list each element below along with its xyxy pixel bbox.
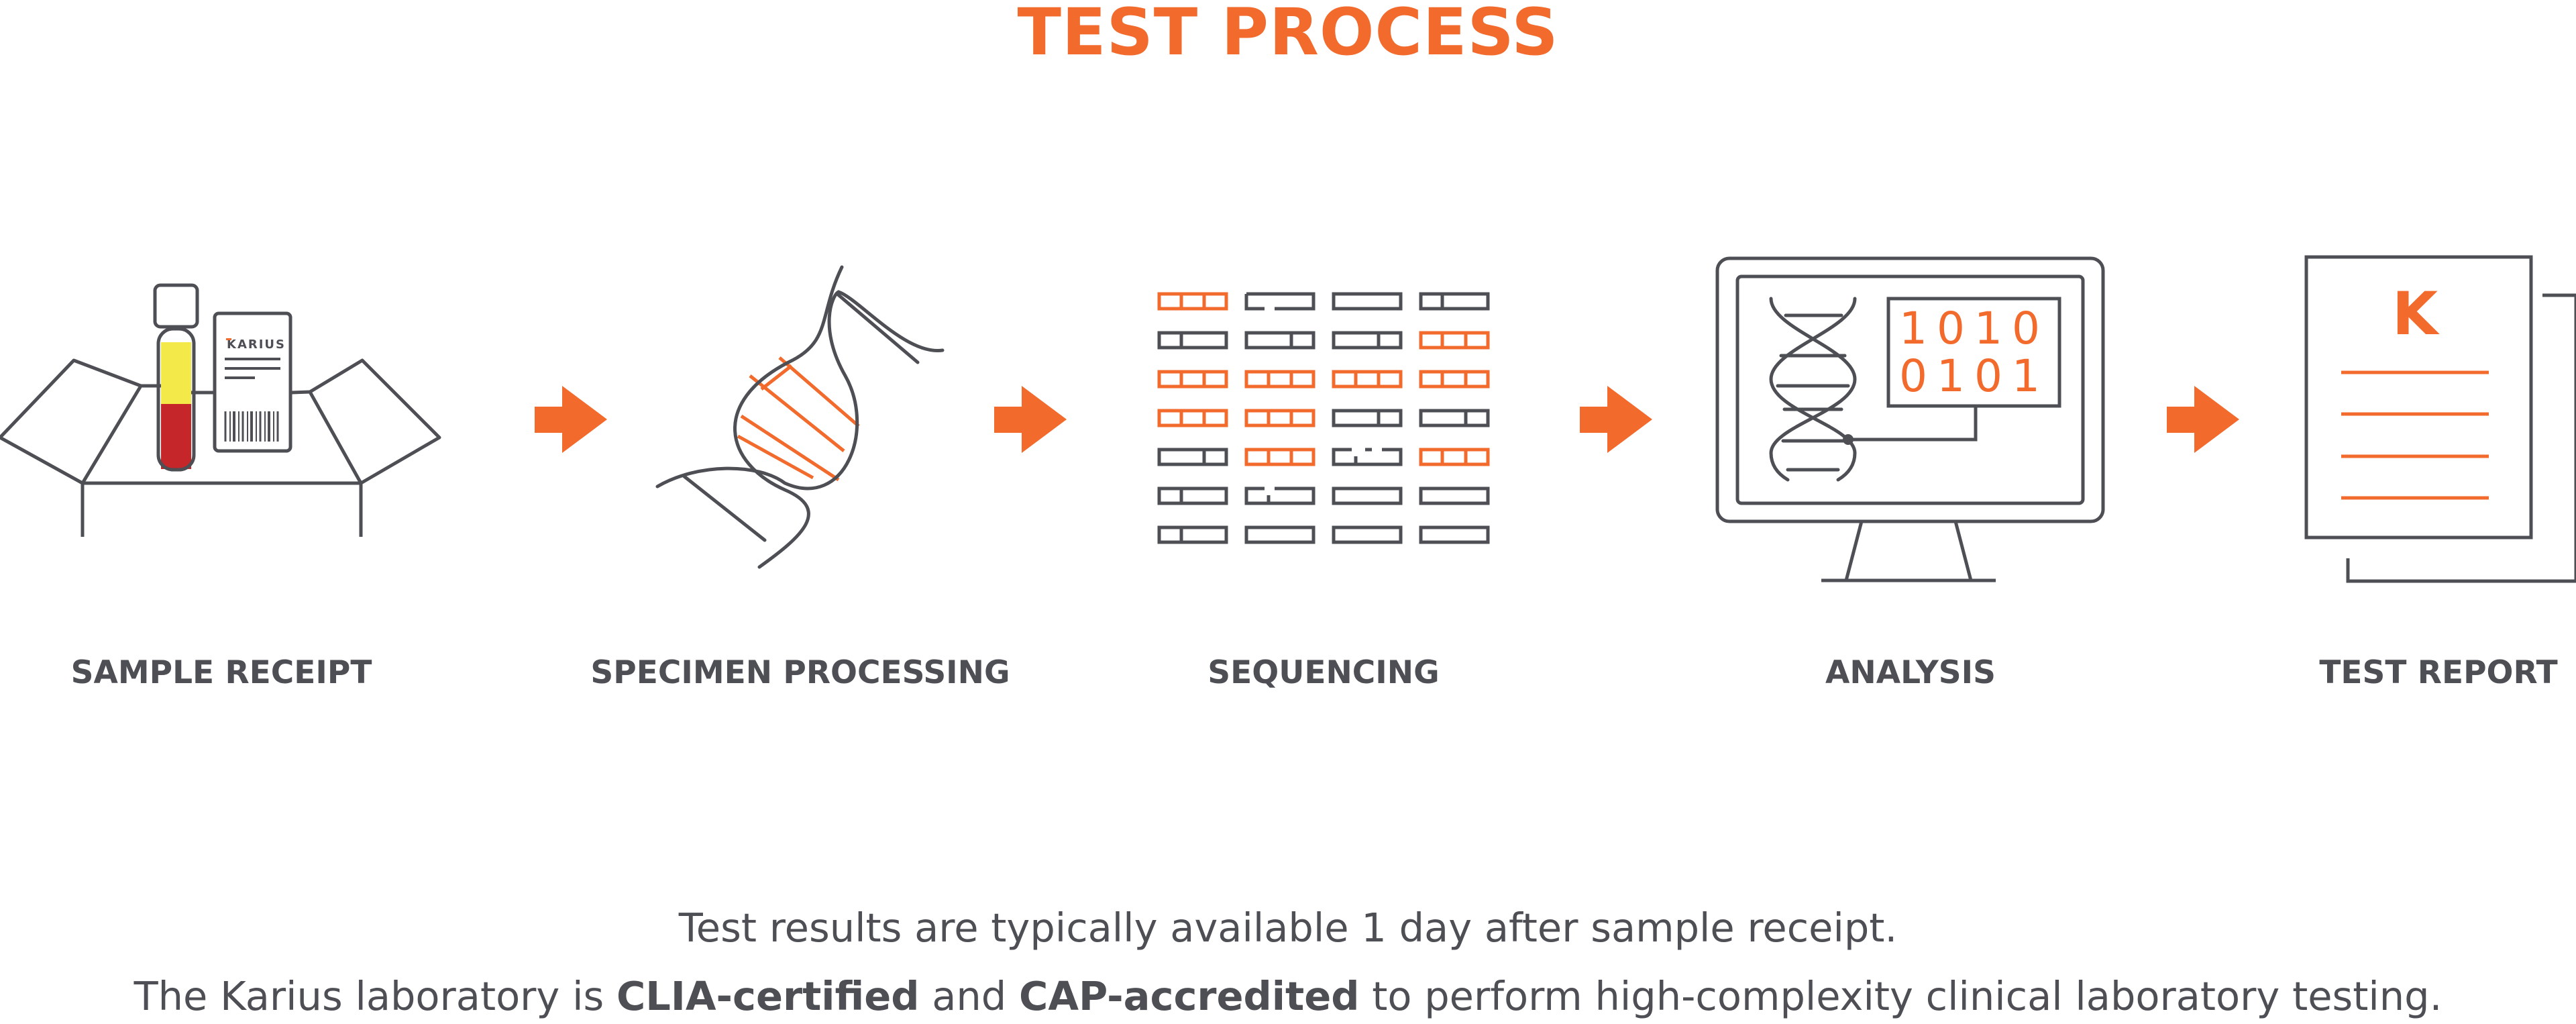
blood-tube-icon xyxy=(153,283,199,472)
binary-row-2: 0101 xyxy=(1899,350,2049,402)
clia-certified: CLIA-certified xyxy=(616,973,920,1019)
arrow-right-icon-4 xyxy=(2167,386,2239,453)
cap-accredited: CAP-accredited xyxy=(1019,973,1360,1019)
arrows xyxy=(535,386,2239,453)
footer-text: to perform high-complexity clinical labo… xyxy=(1359,973,2443,1019)
sequencing-grid-icon xyxy=(1157,292,1490,544)
footer-text: and xyxy=(919,973,1020,1019)
step-label-test-report: TEST REPORT xyxy=(2319,654,2558,691)
step-label-sample-receipt: SAMPLE RECEIPT xyxy=(70,654,372,691)
footer-text: The Karius laboratory is xyxy=(133,973,616,1019)
page-title: TEST PROCESS xyxy=(1017,0,1559,70)
arrow-right-icon-2 xyxy=(994,386,1067,453)
analysis-monitor-icon: 1010 0101 xyxy=(1715,256,2105,582)
report-logo: K xyxy=(2392,279,2440,348)
dna-helix-icon xyxy=(655,265,945,569)
test-report-icon: K xyxy=(2304,255,2576,583)
footer-certification-note: The Karius laboratory is CLIA-certified … xyxy=(0,973,2576,1019)
sample-label-card-icon: KARIUS xyxy=(213,311,292,453)
card-brand: KARIUS xyxy=(227,338,286,352)
sample-box-icon xyxy=(0,358,441,537)
arrow-right-icon-3 xyxy=(1580,386,1652,453)
step-label-analysis: ANALYSIS xyxy=(1825,654,1996,691)
step-label-specimen-processing: SPECIMEN PROCESSING xyxy=(590,654,1010,691)
footer-turnaround-note: Test results are typically available 1 d… xyxy=(678,905,1898,951)
binary-row-1: 1010 xyxy=(1899,303,2049,354)
arrow-right-icon-1 xyxy=(535,386,607,453)
step-label-sequencing: SEQUENCING xyxy=(1208,654,1440,691)
